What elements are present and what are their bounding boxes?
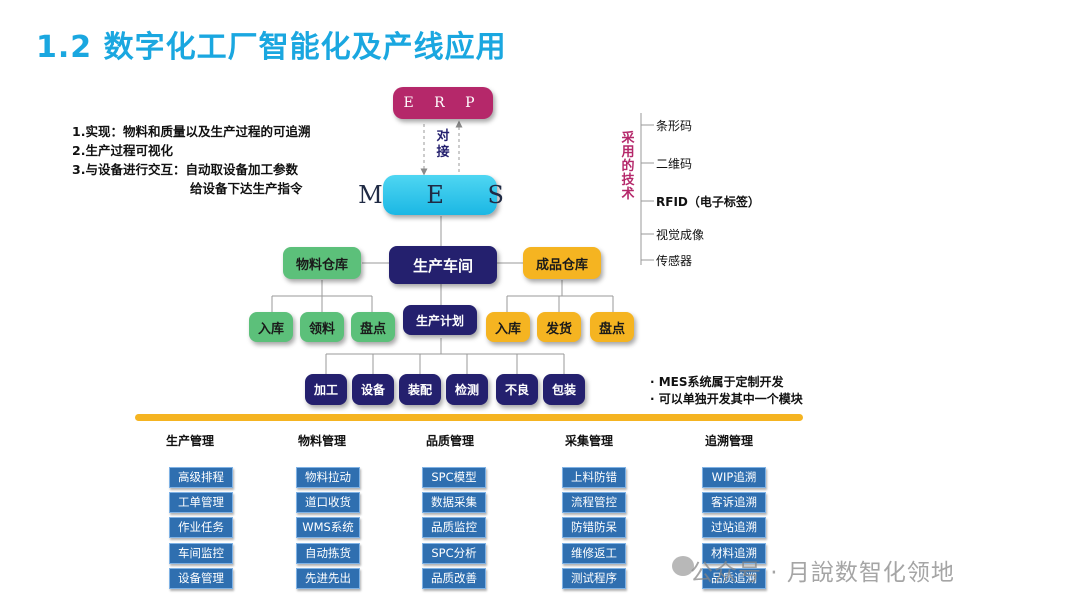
- column-header: 品质管理: [426, 434, 475, 448]
- module-item: 品质改善: [422, 568, 486, 589]
- note-2: 2.生产过程可视化: [72, 143, 173, 158]
- technology-label-char: 的: [621, 159, 635, 174]
- tech-item: RFID（电子标签）: [656, 195, 760, 209]
- column-header: 追溯管理: [705, 434, 754, 448]
- column-header: 物料管理: [298, 434, 347, 448]
- module-item: 道口收货: [296, 492, 360, 513]
- process-node: 不良: [496, 374, 538, 405]
- module-item: 维修返工: [562, 543, 626, 564]
- left-child-node: 盘点: [351, 312, 395, 342]
- module-item: 品质监控: [422, 517, 486, 538]
- module-item: WMS系统: [296, 517, 360, 538]
- tech-item: 视觉成像: [656, 228, 705, 242]
- production-plan-node: 生产计划: [403, 305, 477, 335]
- technology-label-char: 术: [621, 187, 635, 202]
- process-node: 设备: [352, 374, 394, 405]
- right-child-node: 发货: [537, 312, 581, 342]
- note-3-continued: 给设备下达生产指令: [190, 181, 303, 196]
- module-item: 品质追溯: [702, 568, 766, 589]
- page-title: 1.2 数字化工厂智能化及产线应用: [36, 30, 507, 65]
- module-item: 车间监控: [169, 543, 233, 564]
- process-node: 加工: [305, 374, 347, 405]
- material-warehouse-node: 物料仓库: [283, 247, 361, 279]
- erp-node: E R P: [393, 87, 493, 119]
- technology-label: 采 用 的 技 术: [620, 132, 636, 202]
- column-header: 采集管理: [565, 434, 614, 448]
- docking-char: 对: [436, 129, 450, 144]
- module-item: SPC模型: [422, 467, 486, 488]
- wechat-icon: [672, 556, 694, 576]
- bullet-note: · 可以单独开发其中一个模块: [650, 392, 803, 406]
- docking-char: 接: [436, 145, 450, 160]
- docking-label: 对 接: [434, 129, 452, 161]
- workshop-node: 生产车间: [389, 246, 497, 284]
- module-item: 防错防呆: [562, 517, 626, 538]
- watermark: 公众号 · 月說数智化领地: [690, 560, 955, 586]
- module-item: 高级排程: [169, 467, 233, 488]
- tech-item: 传感器: [656, 254, 693, 268]
- module-item: 材料追溯: [702, 543, 766, 564]
- left-child-node: 入库: [249, 312, 293, 342]
- module-item: 客诉追溯: [702, 492, 766, 513]
- module-item: SPC分析: [422, 543, 486, 564]
- product-warehouse-node: 成品仓库: [523, 247, 601, 279]
- technology-label-char: 用: [621, 145, 635, 160]
- mes-node: M E S: [358, 175, 504, 215]
- tech-item: 条形码: [656, 119, 693, 133]
- divider-bar: [135, 414, 803, 421]
- right-child-node: 入库: [486, 312, 530, 342]
- module-item: 测试程序: [562, 568, 626, 589]
- module-item: 先进先出: [296, 568, 360, 589]
- process-node: 包装: [543, 374, 585, 405]
- module-item: 上料防错: [562, 467, 626, 488]
- technology-label-char: 采: [621, 131, 635, 146]
- module-item: 工单管理: [169, 492, 233, 513]
- module-item: 流程管控: [562, 492, 626, 513]
- module-item: 自动拣货: [296, 543, 360, 564]
- right-child-node: 盘点: [590, 312, 634, 342]
- left-child-node: 领料: [300, 312, 344, 342]
- module-item: WIP追溯: [702, 467, 766, 488]
- module-item: 设备管理: [169, 568, 233, 589]
- module-item: 过站追溯: [702, 517, 766, 538]
- module-item: 物料拉动: [296, 467, 360, 488]
- module-item: 作业任务: [169, 517, 233, 538]
- note-3: 3.与设备进行交互：自动取设备加工参数: [72, 162, 298, 177]
- process-node: 装配: [399, 374, 441, 405]
- note-1: 1.实现：物料和质量以及生产过程的可追溯: [72, 124, 311, 139]
- technology-label-char: 技: [621, 173, 635, 188]
- module-item: 数据采集: [422, 492, 486, 513]
- tech-item: 二维码: [656, 157, 693, 171]
- column-header: 生产管理: [166, 434, 215, 448]
- process-node: 检测: [446, 374, 488, 405]
- bullet-note: · MES系统属于定制开发: [650, 375, 784, 389]
